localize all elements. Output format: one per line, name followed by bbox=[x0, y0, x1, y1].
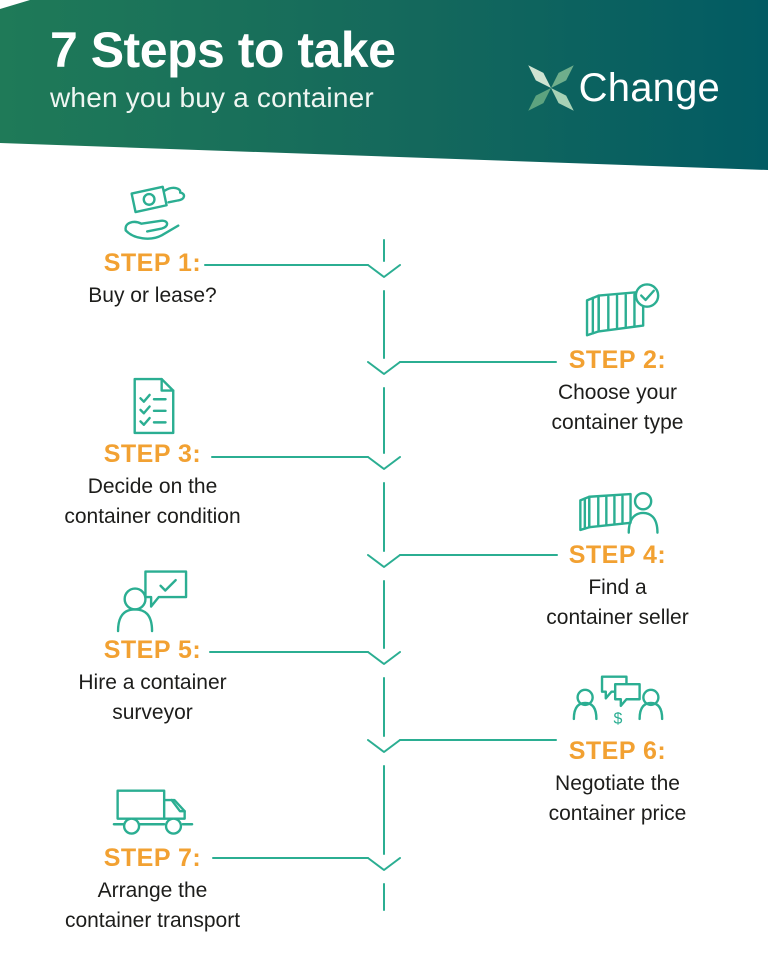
step-1-description: Buy or lease? bbox=[88, 284, 217, 307]
container-check-icon bbox=[572, 283, 664, 343]
step-1-label: STEP 1: bbox=[103, 249, 202, 277]
step-4-description: Find a container seller bbox=[546, 576, 689, 629]
step-3-description: Decide on the container condition bbox=[64, 475, 241, 528]
step-2-label: STEP 2: bbox=[568, 346, 667, 374]
negotiation-dollar-icon: $ bbox=[569, 672, 667, 728]
step-6-label: STEP 6: bbox=[568, 737, 667, 765]
step-5-block: STEP 5: Hire a container surveyor bbox=[10, 565, 295, 728]
page-title: 7 Steps to take bbox=[50, 22, 396, 78]
step-5-description: Hire a container surveyor bbox=[78, 671, 227, 724]
step-7-description: Arrange the container transport bbox=[64, 879, 241, 932]
title-block: 7 Steps to take when you buy a container bbox=[50, 22, 396, 114]
step-6-block: $ STEP 6: Negotiate the container price bbox=[475, 672, 760, 829]
step-2-description: Choose your container type bbox=[551, 381, 684, 434]
container-seller-icon bbox=[570, 486, 666, 538]
logo-text: Change bbox=[578, 65, 720, 110]
truck-icon bbox=[108, 787, 198, 841]
step-5-label: STEP 5: bbox=[103, 636, 202, 664]
step-7-label: STEP 7: bbox=[103, 844, 202, 872]
step-3-label: STEP 3: bbox=[103, 440, 202, 468]
step-2-block: STEP 2: Choose your container type bbox=[475, 283, 760, 438]
surveyor-speech-check-icon bbox=[112, 565, 194, 633]
step-7-block: STEP 7: Arrange the container transport bbox=[10, 787, 295, 936]
page-subtitle: when you buy a container bbox=[50, 81, 374, 113]
checklist-icon bbox=[127, 375, 179, 437]
money-hand-icon bbox=[109, 180, 197, 246]
step-4-label: STEP 4: bbox=[568, 541, 667, 569]
step-1-block: STEP 1: Buy or lease? bbox=[10, 180, 295, 311]
step-6-description: Negotiate the container price bbox=[548, 772, 687, 825]
xchange-logo: Change bbox=[525, 62, 720, 114]
header-banner: 7 Steps to take when you buy a container… bbox=[0, 0, 768, 170]
xchange-logo-mark-icon bbox=[527, 65, 574, 111]
step-4-block: STEP 4: Find a container seller bbox=[475, 486, 760, 633]
step-3-block: STEP 3: Decide on the container conditio… bbox=[10, 375, 295, 532]
svg-text:$: $ bbox=[613, 711, 622, 728]
